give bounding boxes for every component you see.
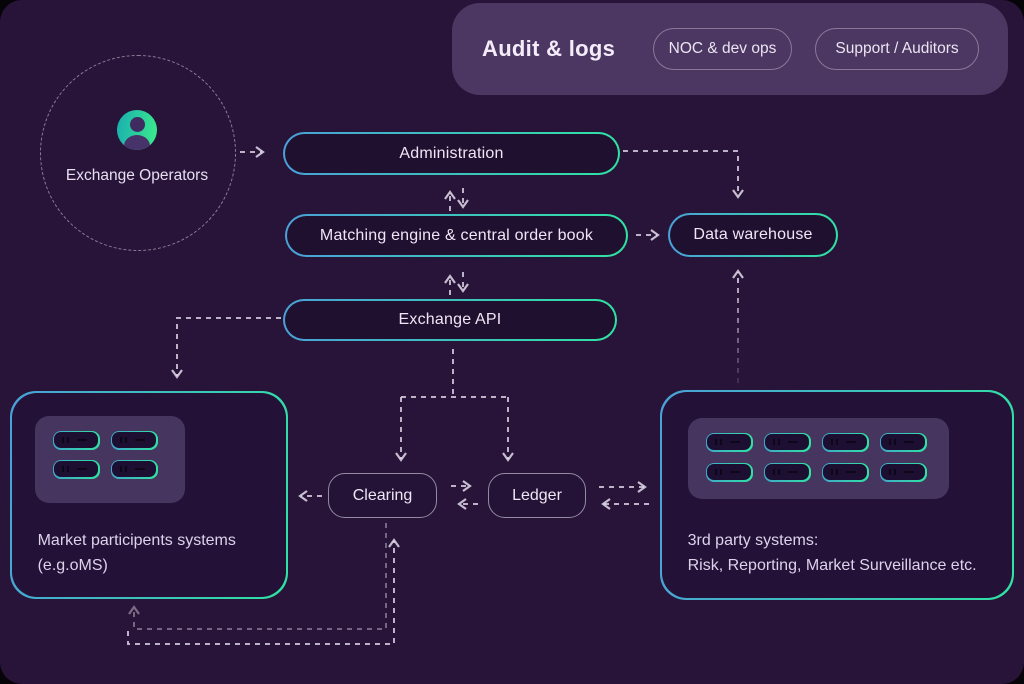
edge-api-to-marketparticipants bbox=[171, 317, 281, 379]
avatar-head bbox=[129, 117, 145, 132]
exchange-operators-circle bbox=[40, 55, 236, 251]
server-icon bbox=[52, 430, 100, 450]
pill-support-auditors: Support / Auditors bbox=[815, 28, 979, 70]
server-rack bbox=[687, 417, 949, 499]
server-icon bbox=[705, 432, 753, 452]
node-clearing: Clearing bbox=[328, 473, 437, 518]
server-rack bbox=[34, 415, 185, 503]
audit-logs-title: Audit & logs bbox=[482, 36, 616, 61]
node-matching-engine: Matching engine & central order book bbox=[285, 214, 628, 257]
user-avatar-icon bbox=[117, 110, 157, 150]
node-data-warehouse-label: Data warehouse bbox=[669, 214, 837, 256]
pill-noc-devops: NOC & dev ops bbox=[653, 28, 792, 70]
box-market-participants-systems: Market participents systems (e.g.oMS) bbox=[10, 391, 288, 599]
server-icon bbox=[763, 432, 811, 452]
market-participants-label: Market participents systems (e.g.oMS) bbox=[37, 531, 236, 574]
server-icon bbox=[763, 462, 811, 482]
node-administration-label: Administration bbox=[284, 133, 619, 174]
node-matching-engine-label: Matching engine & central order book bbox=[286, 215, 627, 256]
server-icon bbox=[821, 432, 869, 452]
server-icon bbox=[705, 462, 753, 482]
server-icon bbox=[821, 462, 869, 482]
node-data-warehouse: Data warehouse bbox=[668, 213, 838, 257]
audit-logs-panel: Audit & logs NOC & dev ops Support / Aud… bbox=[452, 3, 1008, 95]
server-icon bbox=[879, 432, 927, 452]
avatar-shoulders bbox=[124, 135, 150, 150]
server-icon bbox=[110, 430, 158, 450]
edge-administration-to-datawarehouse bbox=[623, 150, 744, 199]
exchange-operators-label: Exchange Operators bbox=[65, 167, 209, 184]
third-party-label: 3rd party systems: Risk, Reporting, Mark… bbox=[687, 531, 977, 574]
server-icon bbox=[110, 459, 158, 479]
server-icon bbox=[52, 459, 100, 479]
node-administration: Administration bbox=[283, 132, 620, 175]
box-third-party-systems: 3rd party systems: Risk, Reporting, Mark… bbox=[660, 390, 1014, 600]
node-exchange-api-label: Exchange API bbox=[284, 300, 616, 340]
server-icon bbox=[879, 462, 927, 482]
node-exchange-api: Exchange API bbox=[283, 299, 617, 341]
node-ledger: Ledger bbox=[488, 473, 586, 518]
